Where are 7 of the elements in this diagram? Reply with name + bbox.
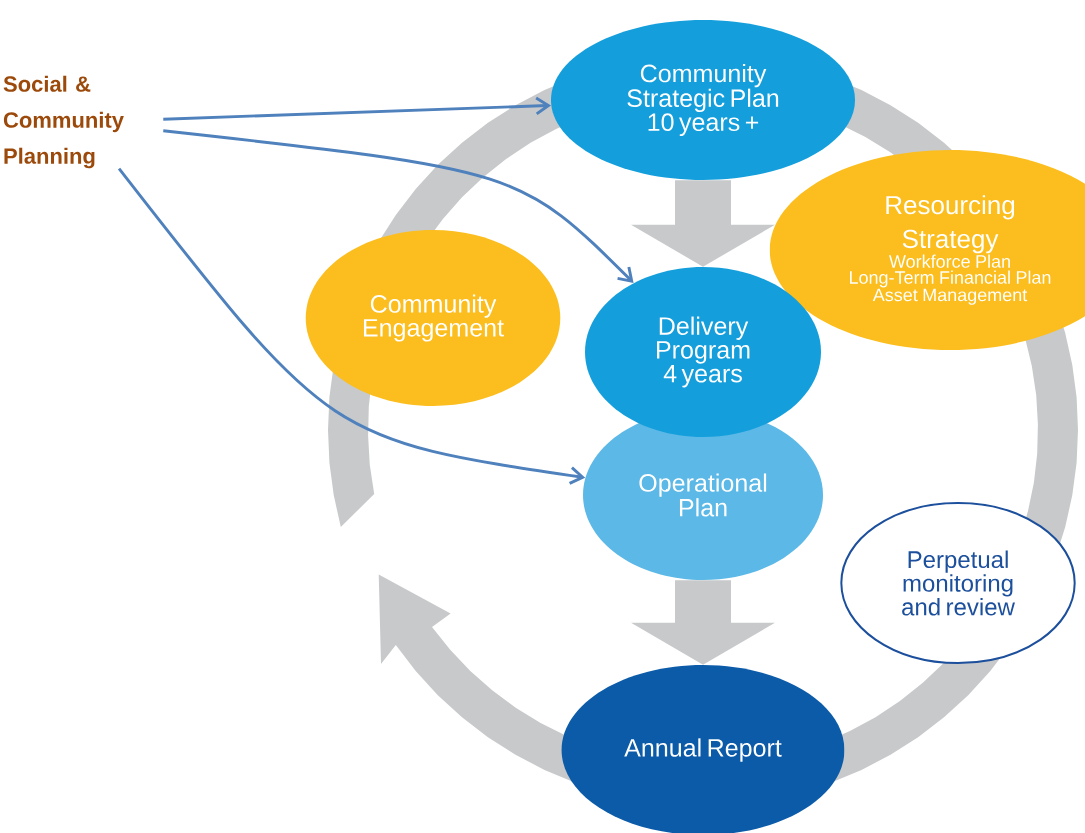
- annotation-text: Social & Community Planning: [3, 75, 124, 169]
- arrow: [163, 96, 552, 121]
- arrow: [117, 167, 586, 485]
- arrow: [163, 129, 634, 283]
- node-label: Perpetual monitoring and review: [902, 550, 1015, 616]
- block-arrow: [631, 180, 775, 267]
- block-arrow: [631, 580, 775, 665]
